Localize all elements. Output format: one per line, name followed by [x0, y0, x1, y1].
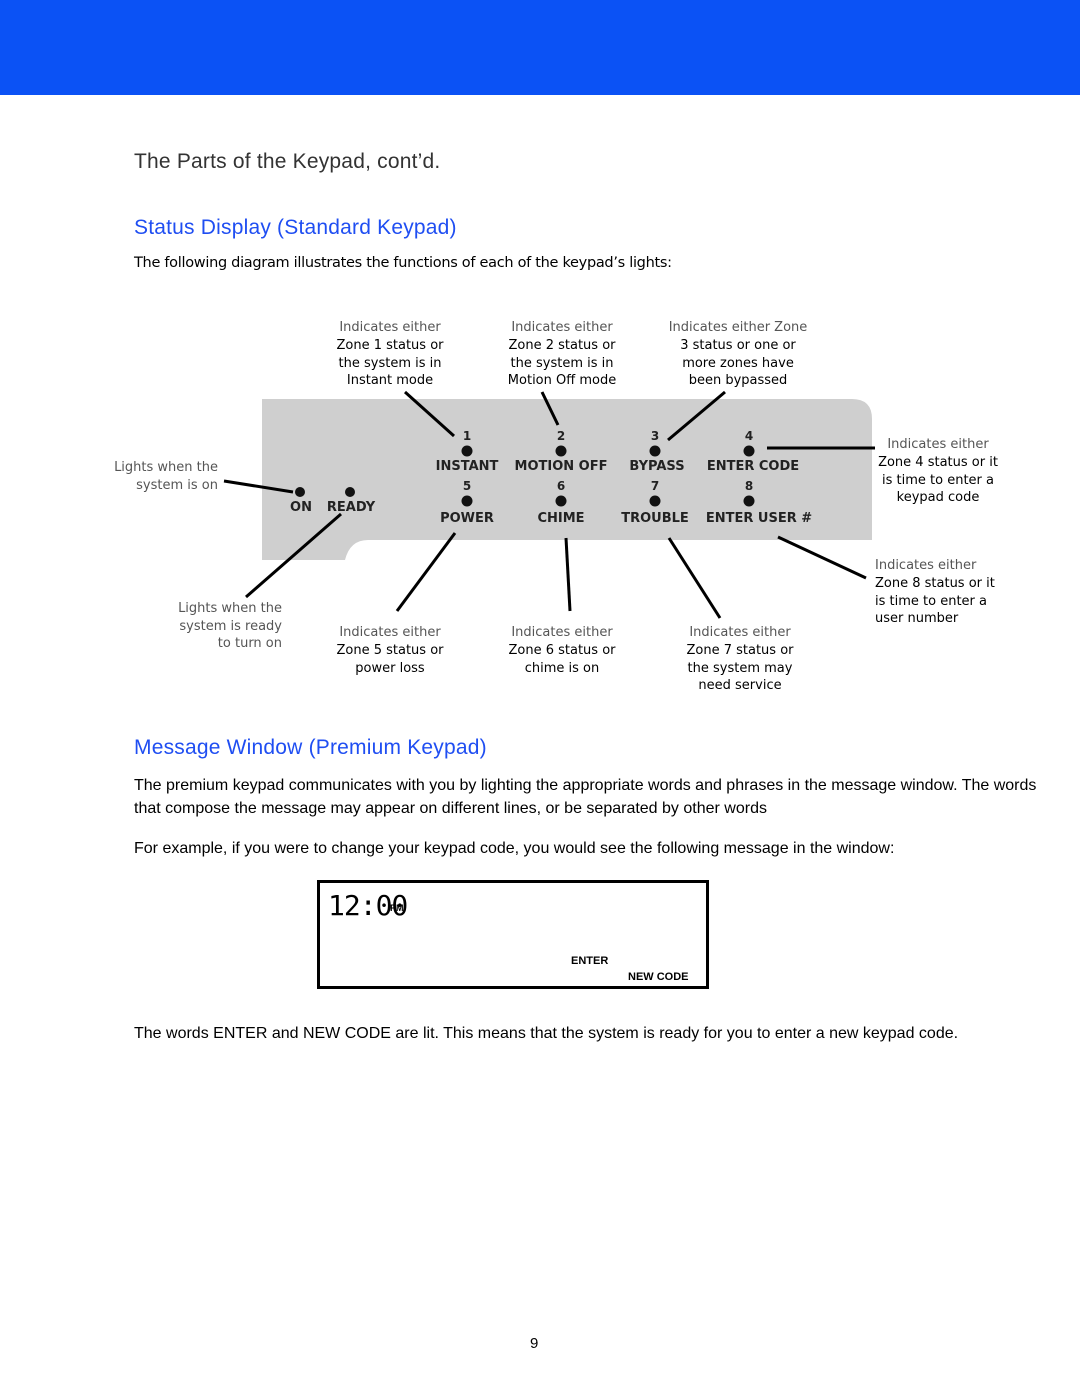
key-number-5: 5 [463, 479, 471, 493]
light-on [295, 487, 305, 497]
callout-text: to turn on [218, 636, 282, 651]
window-word-new-code: NEW CODE [628, 971, 689, 983]
callout-text: Indicates either Zone [669, 320, 808, 335]
callout-text: chime is on [525, 661, 600, 676]
callout-zone8: Indicates either Zone 8 status or it is … [875, 558, 995, 626]
section-title: The Parts of the Keypad, cont’d. [134, 150, 441, 173]
callout-zone4: Indicates either Zone 4 status or it is … [878, 437, 998, 505]
callout-zone2: Indicates either Zone 2 status or the sy… [508, 320, 616, 388]
callout-text: the system is in [511, 356, 614, 371]
message-paragraph-2: For example, if you were to change your … [134, 840, 895, 857]
premium-message-window: 12:00 PM ENTER NEW CODE [317, 880, 709, 989]
light-7 [649, 495, 661, 507]
page-number: 9 [530, 1335, 539, 1352]
window-clock: 12:00 [328, 889, 408, 922]
callout-ready: Lights when the system is ready to turn … [178, 601, 282, 651]
label-power: POWER [440, 511, 494, 526]
label-chime: CHIME [537, 511, 584, 526]
callout-text: Lights when the [114, 460, 218, 475]
callout-text: Indicates either [511, 320, 613, 335]
key-number-7: 7 [651, 479, 659, 493]
callout-text: the system may [688, 661, 793, 676]
callout-text: been bypassed [689, 373, 788, 388]
callout-text: Indicates either [887, 437, 989, 452]
callout-text: keypad code [897, 490, 980, 505]
light-2 [555, 445, 567, 457]
keypad-lights [295, 445, 755, 507]
result-paragraph: The words ENTER and NEW CODE are lit. Th… [134, 1025, 959, 1042]
callout-text: Zone 7 status or [686, 643, 794, 658]
callout-text: Zone 6 status or [508, 643, 616, 658]
callout-text: Zone 5 status or [336, 643, 444, 658]
callout-text: Zone 1 status or [336, 338, 444, 353]
key-number-6: 6 [557, 479, 565, 493]
callout-text: is time to enter a [882, 473, 994, 488]
callout-text: the system is in [339, 356, 442, 371]
leader-lines [223, 390, 875, 619]
key-number-8: 8 [745, 479, 753, 493]
callout-text: 3 status or one or [680, 338, 796, 353]
light-1 [461, 445, 473, 457]
label-bypass: BYPASS [629, 459, 684, 474]
callout-zone3: Indicates either Zone 3 status or one or… [669, 320, 808, 388]
callout-zone7: Indicates either Zone 7 status or the sy… [686, 625, 794, 693]
callout-text: Indicates either [339, 320, 441, 335]
callout-text: Instant mode [347, 373, 433, 388]
label-trouble: TROUBLE [621, 511, 689, 526]
light-8 [743, 495, 755, 507]
label-enter-user: ENTER USER # [706, 511, 812, 526]
key-number-1: 1 [463, 429, 471, 443]
label-motion-off: MOTION OFF [515, 459, 608, 474]
callout-zone1: Indicates either Zone 1 status or the sy… [336, 320, 444, 388]
callout-text: Zone 8 status or it [875, 576, 995, 591]
callout-text: Indicates either [875, 558, 977, 573]
message-window-heading: Message Window (Premium Keypad) [134, 736, 487, 759]
callout-text: Indicates either [511, 625, 613, 640]
callout-text: more zones have [682, 356, 794, 371]
key-number-2: 2 [557, 429, 565, 443]
callout-text: Indicates either [689, 625, 791, 640]
window-ampm: PM [390, 903, 404, 913]
light-5 [461, 495, 473, 507]
callout-zone5: Indicates either Zone 5 status or power … [336, 625, 444, 676]
callout-text: power loss [355, 661, 425, 676]
message-paragraph-1: The premium keypad communicates with you… [134, 777, 1037, 817]
keypad-diagram: 1 2 3 4 5 6 7 8 INSTANT MOTION OFF BYPAS… [114, 320, 998, 693]
light-6 [555, 495, 567, 507]
label-enter-code: ENTER CODE [707, 459, 799, 474]
callout-zone6: Indicates either Zone 6 status or chime … [508, 625, 616, 676]
light-3 [649, 445, 661, 457]
label-on: ON [290, 500, 312, 515]
key-number-4: 4 [745, 429, 753, 443]
callout-text: Zone 4 status or it [878, 455, 998, 470]
callout-text: system is ready [179, 619, 282, 634]
callout-text: Motion Off mode [508, 373, 616, 388]
window-word-enter: ENTER [571, 955, 609, 967]
keypad-body [262, 399, 872, 560]
label-ready: READY [327, 500, 376, 515]
callout-text: system is on [136, 478, 218, 493]
callout-text: Lights when the [178, 601, 282, 616]
top-color-bar [0, 0, 1080, 95]
callout-text: Zone 2 status or [508, 338, 616, 353]
light-4 [743, 445, 755, 457]
key-number-3: 3 [651, 429, 659, 443]
callout-text: need service [698, 678, 781, 693]
callout-text: is time to enter a [875, 594, 987, 609]
status-display-heading: Status Display (Standard Keypad) [134, 216, 457, 239]
callout-text: Indicates either [339, 625, 441, 640]
callout-text: user number [875, 611, 959, 626]
callout-on: Lights when the system is on [114, 460, 218, 493]
status-intro-text: The following diagram illustrates the fu… [134, 255, 672, 271]
light-ready [345, 487, 355, 497]
label-instant: INSTANT [436, 459, 499, 474]
